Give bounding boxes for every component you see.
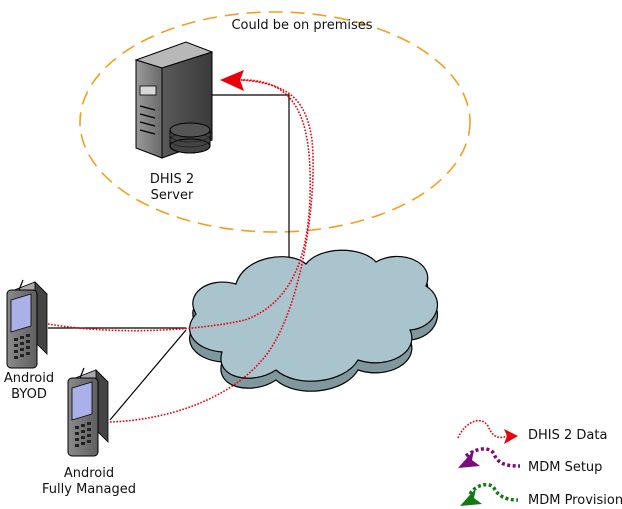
server-link (212, 94, 290, 258)
legend-dhis2-data-sample (457, 419, 518, 444)
server-label: DHIS 2 Server (132, 172, 212, 204)
dhis2-server-icon (134, 41, 214, 159)
managed-label-line1: Android (63, 466, 115, 481)
byod-label-line1: Android (3, 371, 55, 386)
data-flow-byod (47, 79, 312, 332)
android-byod-phone-icon (6, 279, 48, 369)
byod-label-line2: BYOD (11, 387, 47, 402)
managed-label-line2: Fully Managed (42, 482, 136, 497)
premises-boundary (79, 11, 471, 233)
data-flow-managed (109, 79, 314, 423)
managed-label: Android Fully Managed (34, 466, 144, 498)
byod-label: Android BYOD (0, 371, 58, 403)
server-label-line1: DHIS 2 (149, 172, 195, 187)
legend-mdm-setup-sample (458, 447, 521, 468)
data-flow-arrowhead (220, 70, 244, 91)
legend-label-mdm-setup: MDM Setup (528, 460, 603, 475)
managed-link (109, 329, 187, 421)
server-label-line2: Server (150, 188, 194, 203)
android-managed-phone-icon (67, 367, 109, 457)
internet-cloud (189, 249, 438, 392)
legend-mdm-provisioning-sample (460, 482, 519, 506)
premises-label: Could be on premises (231, 18, 373, 33)
dhis2-data-flows (47, 79, 314, 423)
legend-label-dhis2-data: DHIS 2 Data (528, 428, 608, 443)
legend-label-mdm-provisioning: MDM Provisioning (528, 493, 622, 508)
